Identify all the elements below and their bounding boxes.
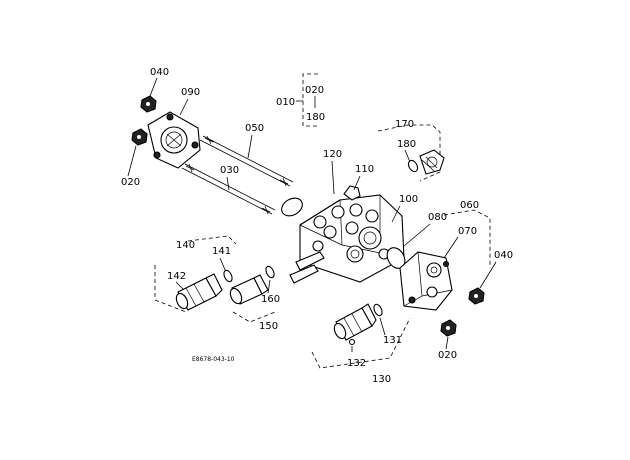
nut-part-020-bottom <box>440 319 457 337</box>
part-label-140: 140 <box>176 240 195 251</box>
assembly-bracket-150 <box>232 311 276 323</box>
assembly-bracket-140 <box>154 235 237 313</box>
part-label-070: 070 <box>458 226 477 237</box>
assembly-bracket-130 <box>311 317 411 369</box>
end-cover-part-right <box>399 251 453 311</box>
part-label-130: 130 <box>372 374 391 385</box>
o-ring-part-160 <box>265 265 275 279</box>
part-label-131: 131 <box>383 335 402 346</box>
part-label-170: 170 <box>395 119 414 130</box>
part-label-132: 132 <box>347 358 366 369</box>
ring-part-132 <box>348 338 356 346</box>
drawing-code: E8678-043-10 <box>192 356 235 363</box>
part-label-110: 110 <box>355 164 374 175</box>
part-label-100: 100 <box>399 194 418 205</box>
nut-part-020-left <box>131 128 148 146</box>
part-label-030: 030 <box>220 165 239 176</box>
part-label-010: 010 <box>276 97 295 108</box>
relief-valve-part-140 <box>175 273 223 311</box>
part-label-060: 060 <box>460 200 479 211</box>
part-label-160: 160 <box>261 294 280 305</box>
assembly-bracket-170 <box>377 124 441 182</box>
assembly-bracket-060 <box>443 209 491 268</box>
part-label-180-top: 180 <box>306 112 325 123</box>
part-label-142: 142 <box>167 271 186 282</box>
part-label-020-bottom: 020 <box>438 350 457 361</box>
part-label-050: 050 <box>245 123 264 134</box>
nut-part-040-right <box>468 287 485 305</box>
assembly-bracket-010 <box>296 73 318 127</box>
nut-part-040-left <box>140 95 157 113</box>
o-ring-part-141 <box>223 269 233 283</box>
o-ring-part-131 <box>373 303 383 317</box>
part-label-150: 150 <box>259 321 278 332</box>
part-label-040-left: 040 <box>150 67 169 78</box>
o-ring-part-left <box>281 197 303 217</box>
valve-body-part <box>289 185 405 284</box>
part-label-020-top: 020 <box>305 85 324 96</box>
plug-part-150 <box>229 274 269 305</box>
part-label-020-left: 020 <box>121 177 140 188</box>
part-label-080: 080 <box>428 212 447 223</box>
fitting-part-170 <box>419 149 445 175</box>
part-label-141: 141 <box>212 246 231 257</box>
part-label-120: 120 <box>323 149 342 160</box>
part-label-040-right: 040 <box>494 250 513 261</box>
part-label-090: 090 <box>181 87 200 98</box>
o-ring-part-180 <box>407 159 419 173</box>
tie-rod-050 <box>199 135 294 187</box>
part-label-180-right: 180 <box>397 139 416 150</box>
end-cover-part <box>147 111 201 169</box>
relief-valve-part-130 <box>333 303 377 341</box>
tie-rod-030 <box>181 163 276 215</box>
